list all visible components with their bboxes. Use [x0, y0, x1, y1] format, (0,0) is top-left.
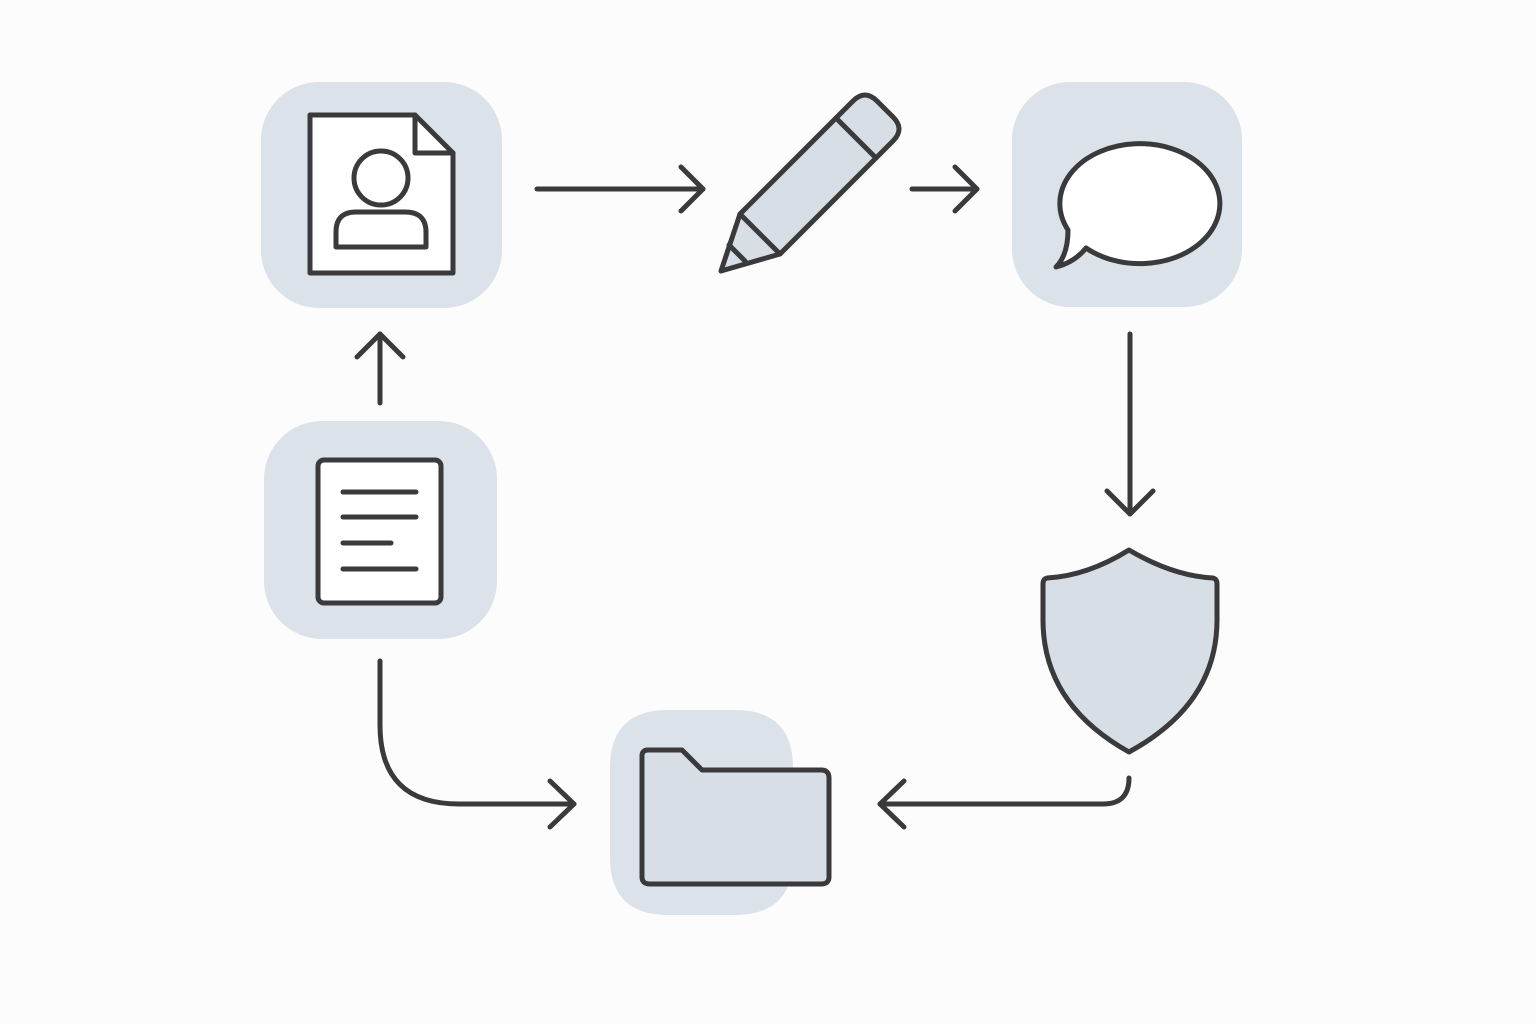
node-pencil	[718, 92, 902, 274]
arrowhead	[952, 164, 980, 214]
folder-icon	[639, 747, 832, 887]
arrowhead	[547, 778, 577, 830]
edge-pencil-to-speech-bubble	[909, 164, 980, 214]
profile-document-icon	[307, 112, 456, 276]
edge-profile-document-to-pencil	[534, 164, 706, 214]
arrowhead	[678, 164, 706, 214]
pencil-icon	[718, 92, 902, 274]
arrowhead	[877, 778, 907, 830]
edge-shield-to-folder	[877, 775, 1132, 830]
node-text-document	[264, 421, 497, 639]
arrowhead	[354, 331, 406, 360]
speech-bubble-icon	[1053, 141, 1223, 270]
text-document-icon	[315, 457, 444, 606]
shield-icon	[1040, 547, 1220, 755]
node-folder	[610, 710, 832, 915]
node-shield	[1040, 547, 1220, 755]
arrowhead	[1104, 488, 1156, 517]
edge-speech-bubble-to-shield	[1104, 331, 1156, 517]
edge-text-document-to-folder	[377, 658, 577, 830]
edge-text-document-to-profile-document	[354, 331, 406, 406]
node-profile-document	[261, 82, 502, 308]
node-speech-bubble	[1012, 82, 1242, 307]
